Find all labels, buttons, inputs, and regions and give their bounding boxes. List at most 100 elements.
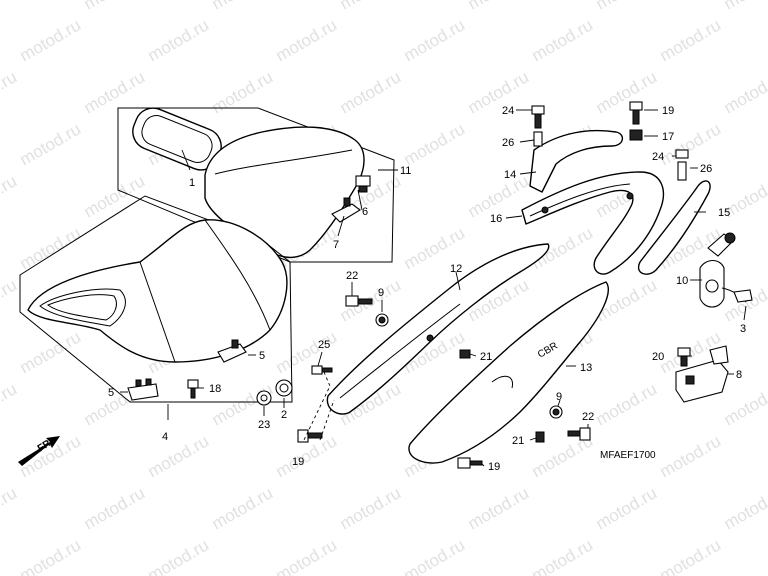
callout-24a: 24: [502, 105, 514, 117]
seat-lock-10: [699, 232, 736, 308]
side-cover-13: CBR: [408, 281, 609, 464]
clip-21-upper: [459, 349, 471, 359]
collar-26-right: [677, 161, 687, 181]
callout-20: 20: [652, 351, 664, 363]
watermark-text: motod.ru: [529, 535, 597, 576]
callout-1: 1: [189, 177, 195, 189]
screw-25: [311, 365, 333, 375]
watermark-text: motod.ru: [401, 15, 469, 65]
callout-7: 7: [333, 239, 339, 251]
watermark-text: motod.ru: [209, 483, 277, 533]
seat-catch-8: [675, 345, 729, 403]
bolt-19-top: [629, 101, 643, 125]
watermark-text: motod.ru: [721, 379, 768, 429]
callout-22a: 22: [346, 270, 358, 282]
watermark-text: motod.ru: [721, 0, 768, 13]
watermark-text: motod.ru: [657, 431, 725, 481]
callout-23: 23: [258, 419, 270, 431]
callout-14: 14: [504, 169, 516, 181]
watermark-text: motod.ru: [0, 379, 20, 429]
bolt-19-lower-right: [457, 457, 483, 469]
bolt-24-right: [675, 149, 689, 159]
callout-19c: 19: [488, 461, 500, 473]
watermark-text: motod.ru: [337, 67, 405, 117]
watermark-text: motod.ru: [0, 67, 20, 117]
callout-18: 18: [209, 383, 221, 395]
watermark-text: motod.ru: [17, 15, 85, 65]
watermark-text: motod.ru: [81, 67, 149, 117]
watermark-text: motod.ru: [401, 119, 469, 169]
clip-21-lower: [535, 431, 545, 443]
callout-8: 8: [736, 369, 742, 381]
callout-26b: 26: [700, 163, 712, 175]
watermark-text: motod.ru: [465, 0, 533, 13]
watermark-text: motod.ru: [0, 171, 20, 221]
watermark-text: motod.ru: [593, 379, 661, 429]
watermark-text: motod.ru: [81, 171, 149, 221]
seat-bracket-5b: [127, 378, 159, 401]
watermark-text: motod.ru: [17, 119, 85, 169]
callout-9b: 9: [556, 391, 562, 403]
callout-5b: 5: [108, 387, 114, 399]
bolt-18: [187, 379, 199, 399]
bolt-22-right: [567, 427, 591, 441]
callout-19b: 19: [292, 456, 304, 468]
watermark-text: motod.ru: [657, 119, 725, 169]
callout-labels: 1 2 3 4 5 5 6 7 8 9 9 10 11 12 13 14 15 …: [108, 105, 746, 473]
watermark-text: motod.ru: [529, 15, 597, 65]
collar-26-left: [533, 131, 543, 147]
watermark-text: motod.ru: [0, 0, 20, 13]
callout-10: 10: [676, 275, 688, 287]
diagram-code: MFAEF1700: [600, 450, 656, 461]
seat-bracket-5a: [217, 339, 247, 363]
grommet-2: [275, 379, 293, 397]
watermark-text: motod.ru: [209, 0, 277, 13]
watermark-text: motod.ru: [593, 483, 661, 533]
watermark-text: motod.ru: [337, 483, 405, 533]
callout-17: 17: [662, 131, 674, 143]
watermark-text: motod.ru: [273, 535, 341, 576]
watermark-text: motod.ru: [145, 431, 213, 481]
watermark-text: motod.ru: [465, 483, 533, 533]
bolt-24-left: [531, 105, 545, 129]
callout-4: 4: [162, 431, 168, 443]
watermark-text: motod.ru: [657, 15, 725, 65]
callout-13: 13: [580, 362, 592, 374]
callout-24b: 24: [652, 151, 664, 163]
grommet-9-left: [375, 313, 389, 327]
watermark-text: motod.ru: [17, 223, 85, 273]
side-cover-12: [326, 243, 550, 415]
watermark-text: motod.ru: [145, 535, 213, 576]
callout-2: 2: [281, 409, 287, 421]
watermark-text: motod.ru: [401, 535, 469, 576]
callout-21b: 21: [512, 435, 524, 447]
grab-handle-15: [637, 180, 711, 275]
callout-21a: 21: [480, 351, 492, 363]
grab-rail-16: [521, 171, 665, 275]
callout-22b: 22: [582, 411, 594, 423]
callout-12: 12: [450, 263, 462, 275]
grab-handle-14: [529, 129, 623, 193]
callout-15: 15: [718, 207, 730, 219]
watermark-text: motod.ru: [81, 483, 149, 533]
rubber-17: [629, 129, 643, 141]
callout-5a: 5: [259, 350, 265, 362]
watermark-text: motod.ru: [273, 15, 341, 65]
callout-3: 3: [740, 323, 746, 335]
watermark-text: motod.ru: [721, 483, 768, 533]
washer-23: [256, 390, 272, 406]
callout-25: 25: [318, 339, 330, 351]
watermark-text: motod.ru: [17, 535, 85, 576]
leader-lines: [120, 109, 747, 467]
callout-16: 16: [490, 213, 502, 225]
callout-19a: 19: [662, 105, 674, 117]
pillion-seat-group-outline: [117, 107, 395, 263]
grommet-9-right: [549, 405, 563, 419]
callout-9a: 9: [378, 287, 384, 299]
watermark-text: motod.ru: [81, 0, 149, 13]
callout-11: 11: [400, 165, 411, 177]
watermark-text: motod.ru: [17, 327, 85, 377]
watermark-text: motod.ru: [657, 535, 725, 576]
rider-seat-group-outline: [19, 195, 293, 403]
